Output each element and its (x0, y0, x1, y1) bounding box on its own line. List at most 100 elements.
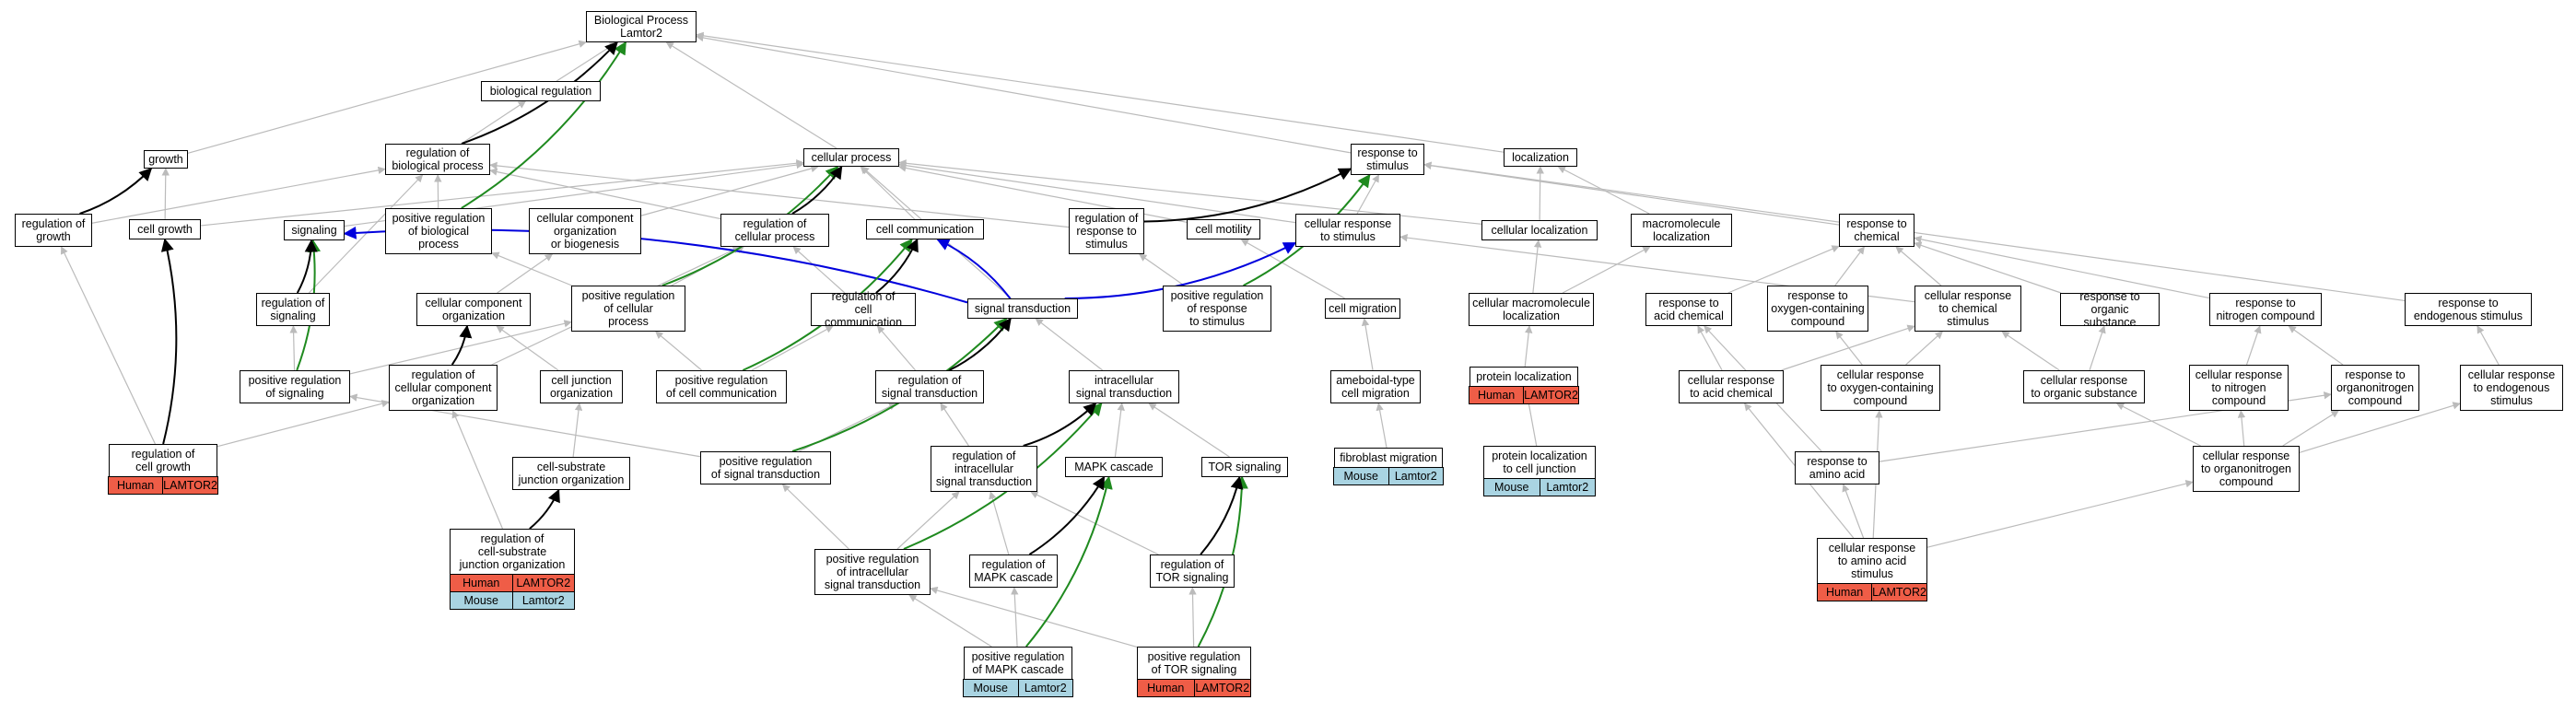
go-term-respamino[interactable]: response to amino acid (1795, 451, 1879, 484)
go-term-cellproc[interactable]: cellular process (803, 148, 899, 167)
go-term-cellcomm[interactable]: cell communication (866, 219, 984, 239)
edge-part-of (1028, 475, 1106, 555)
go-term-macroloc[interactable]: macromolecule localization (1631, 214, 1732, 247)
go-term-cellrespnitro[interactable]: cellular response to nitrogen compound (2189, 365, 2289, 411)
go-term-respoxy[interactable]: response to oxygen-containing compound (1767, 286, 1868, 332)
go-term-protloccj[interactable]: protein localization to cell junction (1483, 446, 1596, 479)
go-term-regintra[interactable]: regulation of intracellular signal trans… (931, 446, 1037, 492)
go-term-sigtrans[interactable]: signal transduction (967, 298, 1078, 319)
go-term-respnitro[interactable]: response to nitrogen compound (2209, 293, 2322, 326)
edge-is-a (2299, 402, 2461, 453)
go-term-bioreg[interactable]: biological regulation (481, 81, 601, 101)
go-term-regmapk[interactable]: regulation of MAPK cascade (969, 554, 1058, 588)
go-term-cellloc[interactable]: cellular localization (1481, 220, 1598, 240)
go-term-posregcell[interactable]: positive regulation of cellular process (571, 286, 685, 332)
go-term-cellrespchem[interactable]: cellular response to chemical stimulus (1914, 286, 2021, 332)
go-term-root[interactable]: Biological Process Lamtor2 (586, 11, 697, 42)
gene-label: Lamtor2 (1388, 467, 1443, 484)
go-term-cellgrowth[interactable]: cell growth (129, 219, 201, 239)
go-term-regcellproc[interactable]: regulation of cellular process (720, 214, 829, 247)
go-term-regcellsub[interactable]: regulation of cell-substrate junction or… (450, 529, 575, 575)
go-term-cellrespacid[interactable]: cellular response to acid chemical (1679, 370, 1784, 403)
go-term-regsig[interactable]: regulation of signaling (256, 293, 330, 326)
go-term-posregsig[interactable]: positive regulation of signaling (240, 370, 350, 403)
edge-is-a (1361, 318, 1374, 371)
edge-is-a (1914, 241, 2062, 294)
go-term-respchem[interactable]: response to chemical (1839, 214, 1914, 247)
go-term-posregbio[interactable]: positive regulation of biological proces… (385, 208, 492, 254)
go-term-regbio[interactable]: regulation of biological process (385, 144, 490, 175)
go-term-respstim[interactable]: response to stimulus (1351, 144, 1424, 175)
go-term-regccorg[interactable]: regulation of cellular component organiz… (389, 365, 498, 411)
edge-is-a (2476, 325, 2500, 366)
go-term-cellrespoxy[interactable]: cellular response to oxygen-containing c… (1821, 365, 1940, 411)
go-term-growth[interactable]: growth (144, 150, 188, 169)
go-term-cellresporg[interactable]: cellular response to organic substance (2023, 370, 2145, 403)
go-term-ccorg2[interactable]: cellular component organization (416, 293, 531, 326)
edge-is-a (1524, 325, 1533, 368)
edge-is-a (451, 410, 504, 530)
edge-is-a (1030, 491, 1159, 555)
go-term-posregcc[interactable]: positive regulation of cell communicatio… (656, 370, 787, 403)
go-term-resporgnitro[interactable]: response to organonitrogen compound (2331, 365, 2419, 411)
edge-part-of (296, 239, 318, 294)
gene-label: LAMTOR2 (1193, 679, 1250, 696)
go-term-amoeboid[interactable]: ameboidal-type cell migration (1330, 370, 1421, 403)
edge-positively-regulates (461, 41, 627, 209)
go-term-reggrowth[interactable]: regulation of growth (15, 214, 92, 247)
go-term-cellsub[interactable]: cell-substrate junction organization (512, 457, 630, 490)
go-term-posregmapk[interactable]: positive regulation of MAPK cascade (964, 647, 1072, 680)
go-term-mapk[interactable]: MAPK cascade (1065, 457, 1163, 477)
go-term-regcellcomm[interactable]: regulation of cell communication (811, 290, 916, 329)
go-term-regtor[interactable]: regulation of TOR signaling (1150, 554, 1235, 588)
go-term-regsigtrans[interactable]: regulation of signal transduction (875, 370, 984, 403)
edge-is-a (572, 403, 583, 458)
edge-is-a (665, 41, 837, 149)
edge-is-a (1532, 239, 1542, 294)
go-term-signaling[interactable]: signaling (284, 220, 345, 240)
go-term-respacid[interactable]: response to acid chemical (1645, 293, 1732, 326)
go-term-ccorg[interactable]: cellular component organization or bioge… (529, 208, 641, 254)
gene-label: LAMTOR2 (1523, 386, 1578, 403)
edge-is-a (2282, 410, 2339, 447)
edge-is-a (2001, 331, 2060, 371)
edge-is-a (200, 159, 804, 227)
go-term-intrasig[interactable]: intracellular signal transduction (1069, 370, 1179, 403)
edge-is-a (1562, 246, 1651, 294)
go-term-resporg[interactable]: response to organic substance (2060, 290, 2160, 329)
gene-label: Lamtor2 (1017, 679, 1072, 696)
go-term-cellrespendo[interactable]: cellular response to endogenous stimulus (2460, 365, 2563, 411)
go-term-cellrespamino[interactable]: cellular response to amino acid stimulus (1817, 538, 1927, 584)
go-term-cellresporgnitro[interactable]: cellular response to organonitrogen comp… (2193, 446, 2300, 492)
edge-is-a (91, 166, 386, 224)
go-term-tor[interactable]: TOR signaling (1201, 457, 1288, 477)
edge-is-a (896, 491, 960, 550)
go-term-cellresp[interactable]: cellular response to stimulus (1295, 214, 1400, 247)
edge-is-a (781, 484, 849, 550)
edge-is-a (2115, 403, 2201, 447)
go-term-loc[interactable]: localization (1504, 148, 1577, 167)
edge-is-a (876, 325, 917, 371)
go-term-cmloc[interactable]: cellular macromolecule localization (1469, 293, 1594, 326)
go-term-protloc[interactable]: protein localization (1469, 367, 1578, 387)
go-term-posregresp[interactable]: positive regulation of response to stimu… (1163, 286, 1271, 332)
go-term-celljunc[interactable]: cell junction organization (540, 370, 623, 403)
go-term-posregsigtrans[interactable]: positive regulation of signal transducti… (700, 451, 831, 484)
go-term-posregtor[interactable]: positive regulation of TOR signaling (1137, 647, 1251, 680)
edge-is-a (792, 246, 846, 294)
go-term-regcellgrowth[interactable]: regulation of cell growth (109, 444, 217, 477)
go-term-cellmig[interactable]: cell migration (1325, 298, 1400, 319)
edge-is-a (289, 325, 298, 371)
edge-regulates (1064, 241, 1297, 299)
go-term-respendo[interactable]: response to endogenous stimulus (2405, 293, 2532, 326)
edge-is-a (1240, 239, 1345, 299)
species-label: Human (109, 476, 163, 494)
go-term-cellmot[interactable]: cell motility (1187, 219, 1260, 239)
edge-is-a (751, 325, 834, 371)
go-term-posregintra[interactable]: positive regulation of intracellular sig… (814, 549, 931, 595)
go-term-fibmig[interactable]: fibroblast migration (1334, 448, 1443, 468)
edge-is-a (1914, 235, 2210, 299)
go-term-regresp[interactable]: regulation of response to stimulus (1069, 208, 1144, 254)
